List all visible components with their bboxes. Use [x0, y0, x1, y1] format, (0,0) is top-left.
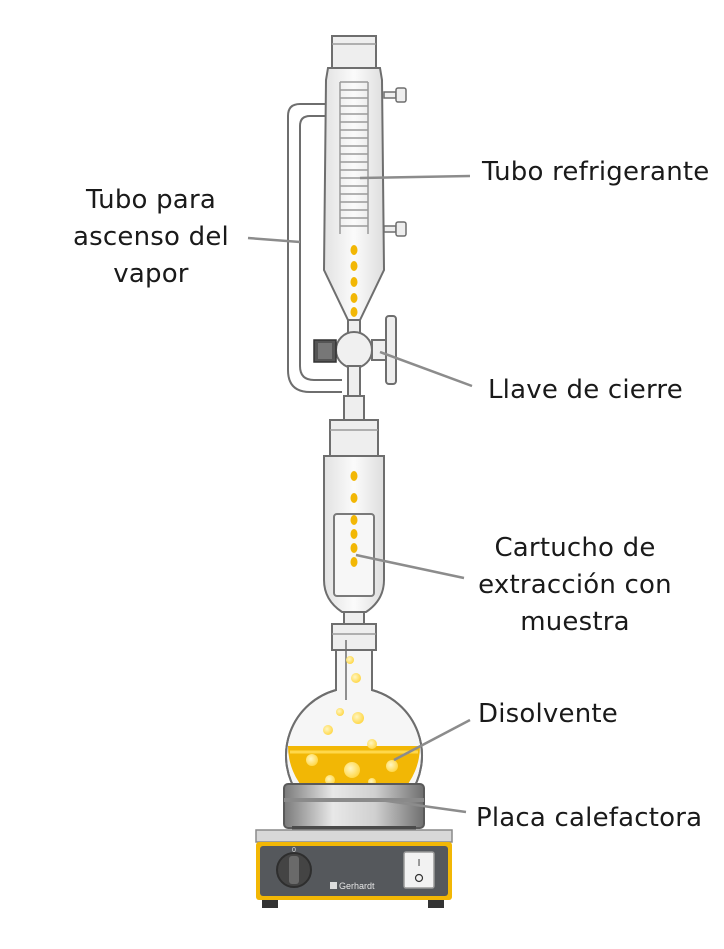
label-tubo-refrigerante-text: Tubo refrigerante: [482, 157, 710, 187]
label-tubo-refrigerante: Tubo refrigerante: [482, 154, 709, 191]
water-nozzle-bottom: [383, 221, 407, 237]
leader-placa: [379, 798, 467, 814]
label-tubo-vapor-line-3: vapor: [113, 259, 189, 289]
vapor-tube: [287, 103, 342, 393]
condenser-coil: [339, 81, 369, 234]
extractor-drops: [350, 471, 358, 567]
label-llave-cierre-text: Llave de cierre: [488, 375, 683, 405]
leader-tubo-vapor: [247, 236, 301, 244]
condensate-drops: [350, 245, 358, 317]
heating-plate: [283, 783, 425, 834]
label-placa-text: Placa calefactora: [476, 803, 703, 833]
label-cartucho-line-3: muestra: [520, 607, 630, 637]
switch-off-mark: [414, 873, 424, 883]
leader-llave-cierre: [379, 350, 473, 388]
power-switch: I: [403, 851, 435, 889]
label-cartucho-line-1: Cartucho de: [494, 533, 656, 563]
leader-lines: [247, 174, 473, 814]
knob-mark: 0: [292, 847, 296, 854]
brand-logo: Gerhardt: [330, 881, 375, 891]
label-disolvente: Disolvente: [478, 696, 618, 733]
label-tubo-vapor: Tubo para ascenso del vapor: [64, 182, 238, 293]
extraction-thimble: [333, 513, 375, 597]
label-tubo-vapor-line-2: ascenso del: [73, 222, 229, 252]
leader-tubo-refrigerante: [359, 174, 471, 180]
heater-knob: 0: [276, 847, 312, 888]
label-cartucho-line-2: extracción con: [478, 570, 672, 600]
leader-cartucho: [355, 553, 465, 580]
vapor-bubbles: [306, 656, 398, 786]
label-tubo-vapor-line-1: Tubo para: [86, 185, 216, 215]
condenser: [322, 35, 407, 321]
label-cartucho: Cartucho de extracción con muestra: [470, 530, 680, 641]
switch-on-mark: I: [418, 858, 421, 869]
leader-disolvente: [393, 718, 471, 762]
label-llave-cierre: Llave de cierre: [488, 372, 683, 409]
ground-joint: [329, 395, 379, 457]
label-placa: Placa calefactora: [476, 800, 702, 837]
heater-base: 0 Gerhardt I: [255, 829, 453, 908]
stopcock: [313, 315, 397, 397]
water-nozzle-top: [383, 87, 407, 103]
extraction-chamber: [323, 455, 385, 627]
brand-name: Gerhardt: [339, 881, 375, 891]
label-disolvente-text: Disolvente: [478, 699, 618, 729]
